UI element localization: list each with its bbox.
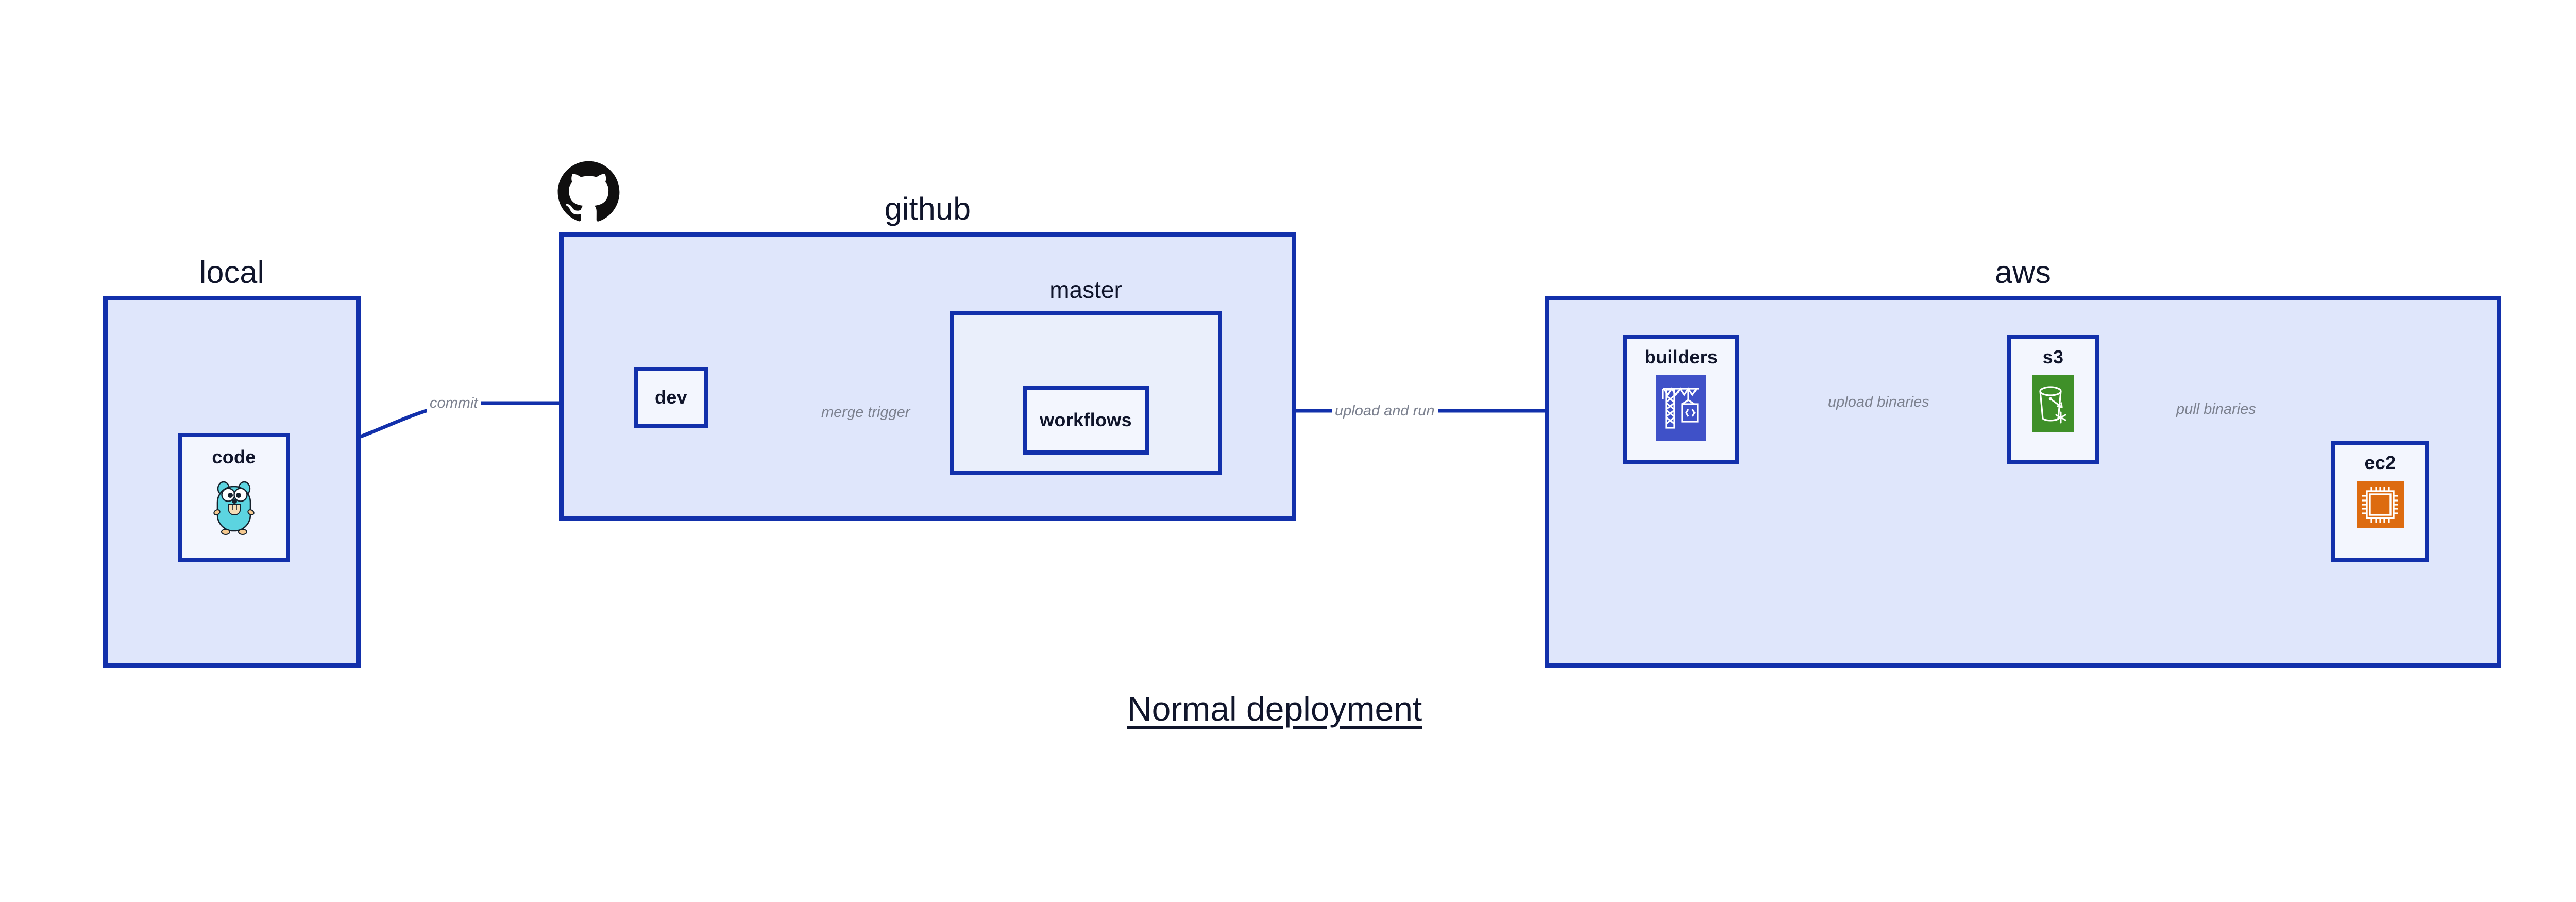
node-label-dev: dev	[655, 387, 687, 408]
node-label-s3: s3	[2042, 346, 2064, 368]
node-ec2[interactable]: ec2	[2331, 441, 2429, 562]
node-label-workflows: workflows	[1040, 409, 1132, 430]
aws-s3-bucket-icon	[2032, 375, 2074, 435]
node-code[interactable]: code	[178, 433, 290, 562]
node-dev[interactable]: dev	[634, 367, 708, 428]
edge-label-merge-trigger: merge trigger	[818, 404, 913, 421]
container-label-aws: aws	[1994, 255, 2052, 290]
node-builders[interactable]: builders	[1623, 335, 1739, 464]
aws-codebuild-icon	[1656, 375, 1706, 444]
edge-label-pull-binaries: pull binaries	[2173, 400, 2259, 418]
container-label-github: github	[884, 191, 971, 226]
node-workflows[interactable]: workflows	[1023, 386, 1149, 455]
node-label-code: code	[212, 446, 256, 467]
node-label-ec2: ec2	[2364, 452, 2396, 473]
go-gopher-icon	[210, 475, 258, 540]
aws-ec2-chip-icon	[2357, 481, 2404, 531]
diagram-title: Normal deployment	[1127, 690, 1422, 728]
github-octocat-icon	[556, 160, 621, 224]
edge-label-upload-binaries: upload binaries	[1825, 393, 1933, 411]
node-s3[interactable]: s3	[2007, 335, 2099, 464]
container-local	[103, 296, 361, 668]
edge-label-upload-and-run: upload and run	[1332, 402, 1438, 420]
edge-label-commit: commit	[427, 394, 481, 412]
group-label-master: master	[1049, 276, 1122, 303]
container-label-local: local	[199, 255, 265, 290]
node-label-builders: builders	[1644, 346, 1718, 368]
